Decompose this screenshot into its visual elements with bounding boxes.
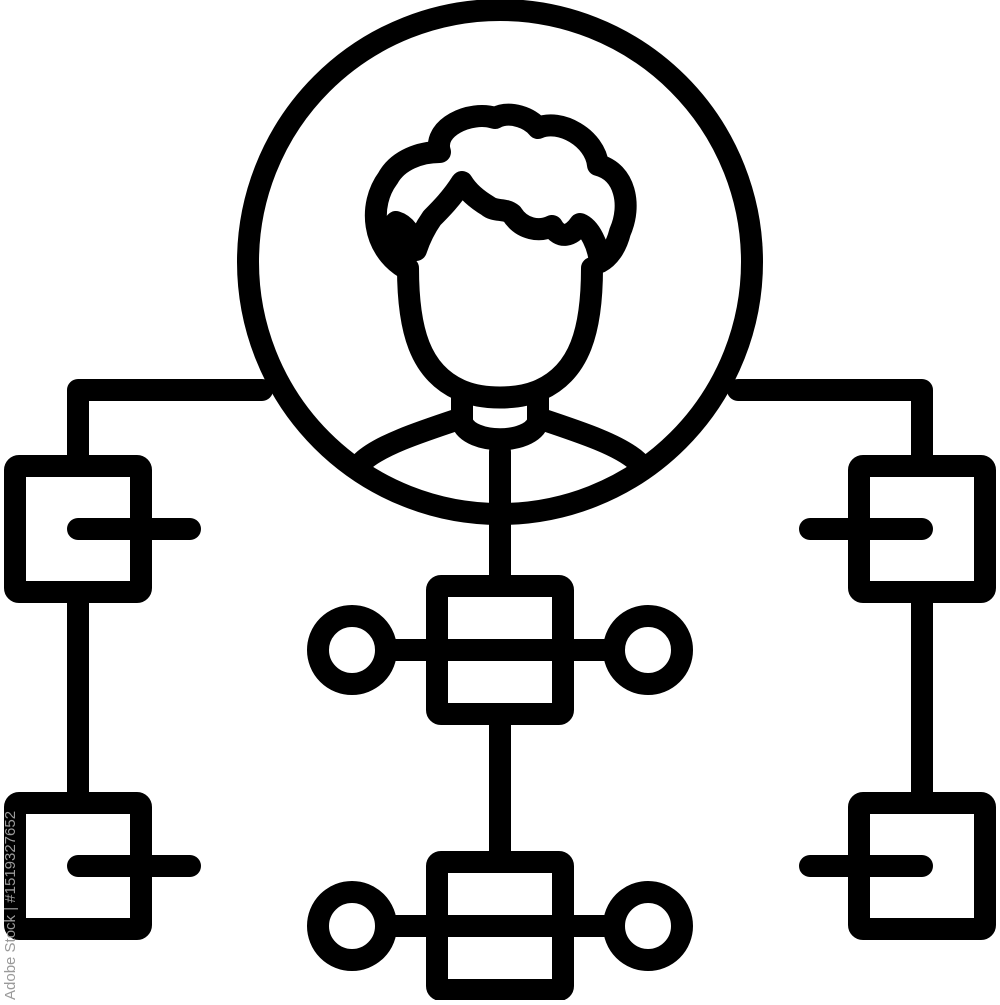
shoulders-outline	[351, 407, 473, 473]
right-branch-connector	[727, 379, 933, 477]
center-node-2-left-dot	[307, 881, 397, 971]
center-node-2-right-dot	[603, 881, 693, 971]
stock-id-watermark: Adobe Stock | #1519327652	[2, 810, 19, 1000]
center-node-1-right-dot	[603, 605, 693, 695]
left-branch-connector	[67, 379, 273, 477]
center-node-1-left-dot	[307, 605, 397, 695]
face-outline	[397, 257, 603, 409]
shoulders-outline-right	[527, 407, 649, 473]
hair-icon	[364, 103, 637, 279]
